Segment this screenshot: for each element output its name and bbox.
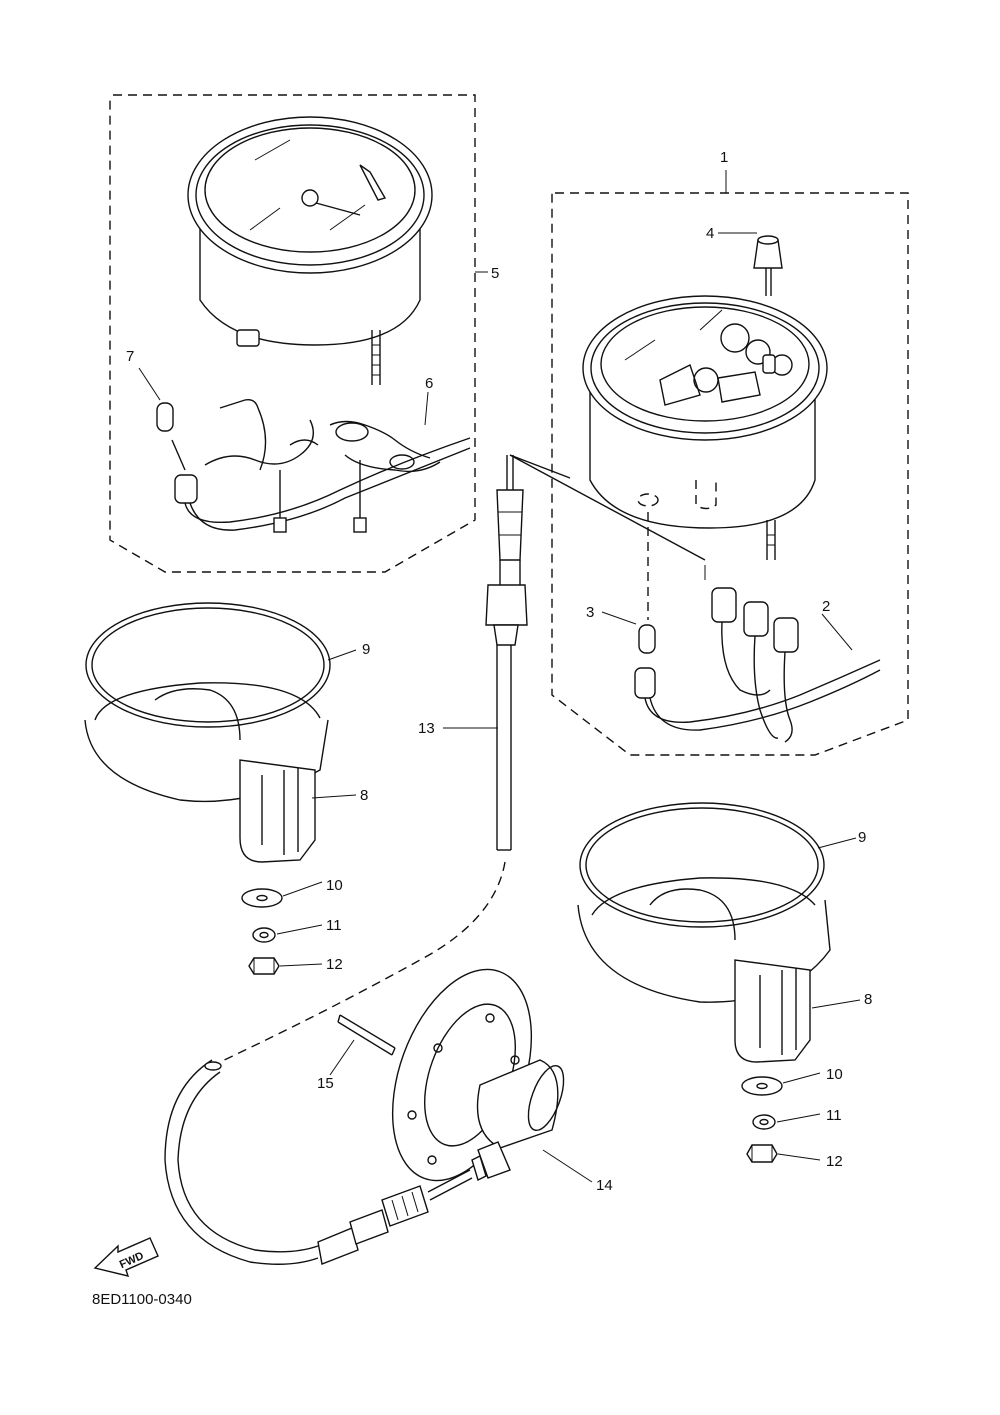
bulb-7 — [156, 402, 174, 432]
callout-1: 1 — [720, 149, 728, 166]
bracket-8-right — [577, 877, 831, 1063]
callout-11-left: 11 — [326, 917, 342, 934]
callout-10-right: 10 — [826, 1066, 843, 1083]
callout-15: 15 — [317, 1075, 334, 1092]
meter-cable-13 — [485, 455, 528, 851]
meter-gauge-right — [582, 295, 828, 560]
speedometer-hose — [164, 1059, 473, 1265]
callout-2: 2 — [822, 598, 830, 615]
meter-assembly-1-outline — [551, 192, 909, 756]
bracket-8-left — [84, 682, 329, 863]
meter-gear-14 — [391, 968, 565, 1182]
leader-lines — [138, 170, 861, 1183]
callout-4: 4 — [706, 225, 714, 242]
knob-4 — [753, 235, 783, 296]
bulb-3 — [638, 512, 656, 654]
callout-13: 13 — [418, 720, 435, 737]
connector-leader — [509, 454, 706, 561]
callout-8-right: 8 — [864, 991, 872, 1008]
fwd-arrow-icon: FWD — [93, 1237, 159, 1277]
nut-12-right — [746, 1144, 778, 1163]
callout-14: 14 — [596, 1177, 613, 1194]
washer-10-right — [741, 1076, 783, 1096]
ring-9-left — [85, 602, 331, 728]
callout-9-right: 9 — [858, 829, 866, 846]
meter-gauge-left — [187, 116, 433, 385]
callout-3: 3 — [586, 604, 594, 621]
diagram-code: 8ED1100-0340 — [92, 1291, 192, 1308]
ring-9-right — [579, 802, 825, 928]
callout-10-left: 10 — [326, 877, 343, 894]
nut-12-left — [248, 957, 280, 975]
cable-phantom-line — [219, 861, 506, 1063]
wire-harness-6 — [171, 398, 471, 533]
callout-7: 7 — [126, 348, 134, 365]
callout-12-right: 12 — [826, 1153, 843, 1170]
meter-assembly-5-outline — [109, 94, 476, 573]
callout-9-left: 9 — [362, 641, 370, 658]
wire-harness-2 — [634, 565, 881, 743]
washer-11-right — [752, 1114, 776, 1130]
callout-12-left: 12 — [326, 956, 343, 973]
callout-8-left: 8 — [360, 787, 368, 804]
washer-11-left — [252, 927, 276, 943]
callout-5: 5 — [491, 265, 499, 282]
pin-15 — [337, 1014, 396, 1056]
callout-6: 6 — [425, 375, 433, 392]
washer-10-left — [241, 888, 283, 908]
callout-11-right: 11 — [826, 1107, 842, 1124]
